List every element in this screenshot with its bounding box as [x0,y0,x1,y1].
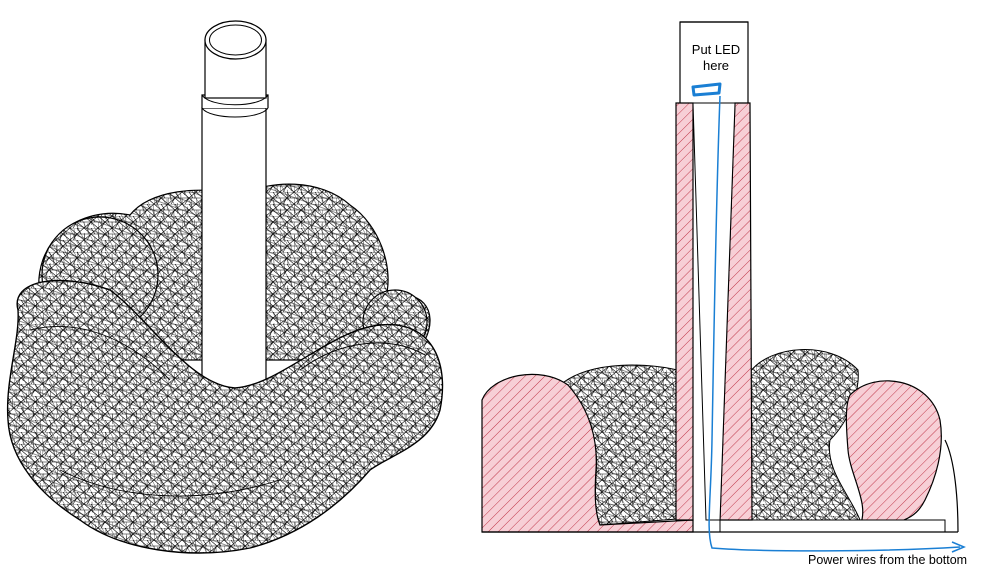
led-label-line2: here [702,58,730,73]
isometric-mesh-view [6,20,444,554]
led-placement-label: Put LED here [676,42,756,74]
mesh-cavity-right [749,349,861,526]
tube-section [675,21,753,521]
cross-section-view [481,21,966,553]
power-wires-label: Power wires from the bottom [808,553,968,567]
tube-left [201,20,269,394]
section-body-left [481,373,694,533]
led-marker [691,82,722,97]
mesh-ring-front [6,279,444,554]
power-wire-path [708,95,966,553]
led-label-line1: Put LED [691,42,741,57]
